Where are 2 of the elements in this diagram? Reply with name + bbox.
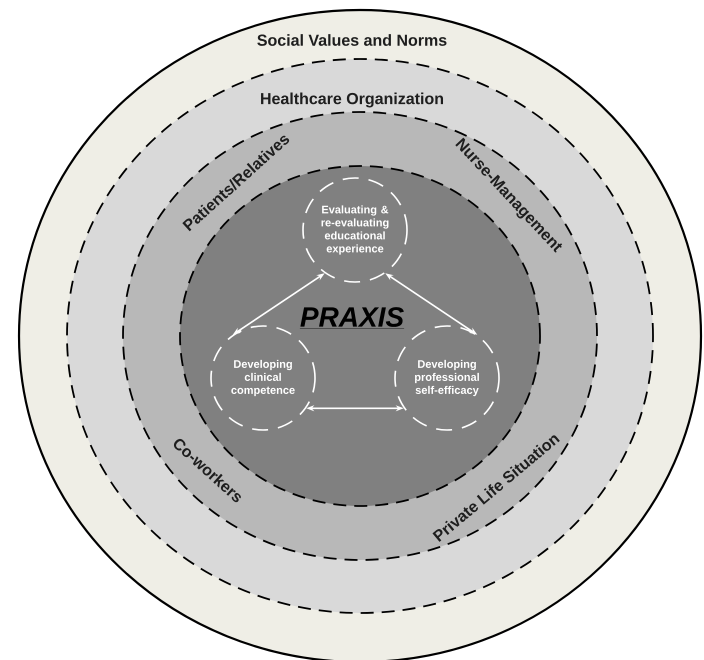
ring-label: Healthcare Organization: [261, 92, 444, 108]
ring-label: Social Values and Norms: [257, 34, 446, 46]
